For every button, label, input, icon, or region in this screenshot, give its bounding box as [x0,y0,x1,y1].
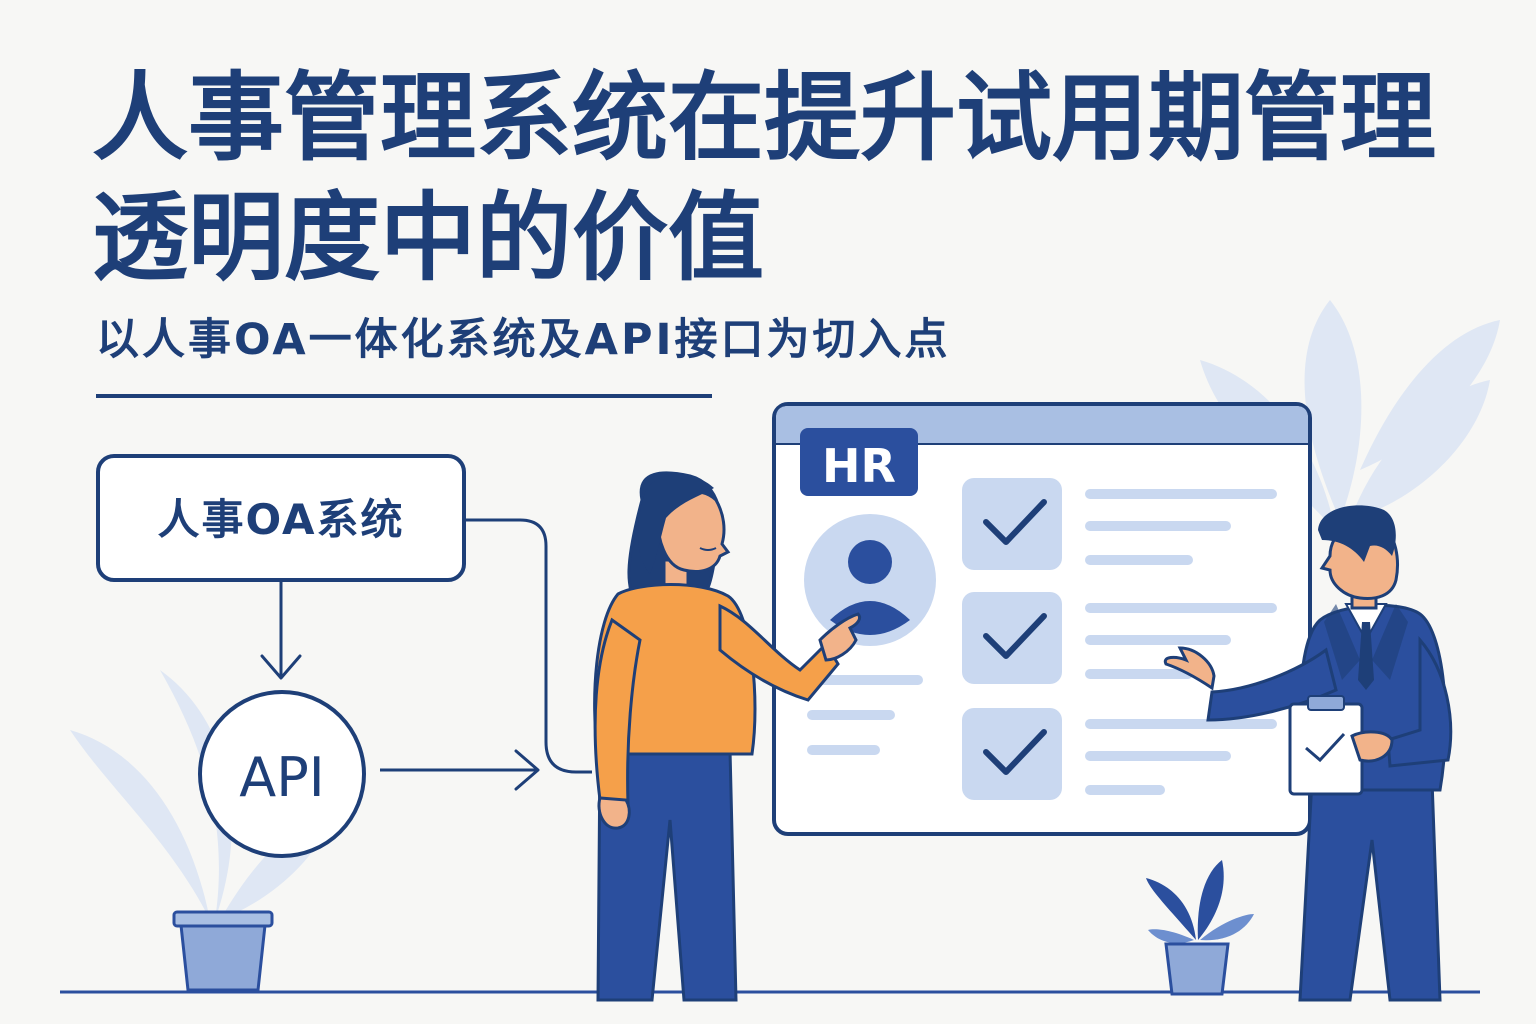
profile-text-lines [807,675,923,755]
checklist-item [962,478,1277,570]
arrow-oa-to-api-head [260,654,302,680]
profile-avatar [804,514,936,646]
title-line-1: 人事管理系统在提升试用期管理 [92,62,1436,174]
potted-plant-small [1146,860,1254,996]
arrow-api-to-user-head [514,749,540,791]
checkmark-icon [983,613,1047,659]
checklist-item [962,592,1277,684]
oa-system-box [96,454,466,582]
page-title: 人事管理系统在提升试用期管理 透明度中的价值 [92,58,1512,298]
hr-badge [800,428,918,496]
clipboard-icon [1288,695,1364,796]
hr-badge-label: HR [822,439,896,493]
api-node-label: API [239,746,324,809]
connector-oa-to-user [466,518,592,774]
title-line-2: 透明度中的价值 [92,182,764,294]
checklist-item [962,708,1277,800]
checklist [962,478,1277,800]
checkmark-icon [983,729,1047,775]
man-figure [1163,505,1453,1002]
api-node [198,690,366,858]
hr-dashboard-screen: HR [772,402,1312,836]
flow-diagram: 人事OA系统 API [96,454,592,858]
page-subtitle: 以人事OA一体化系统及API接口为切入点 [96,315,951,365]
woman-figure [593,471,862,1002]
oa-system-label: 人事OA系统 [157,495,404,544]
checkmark-icon [983,499,1047,545]
